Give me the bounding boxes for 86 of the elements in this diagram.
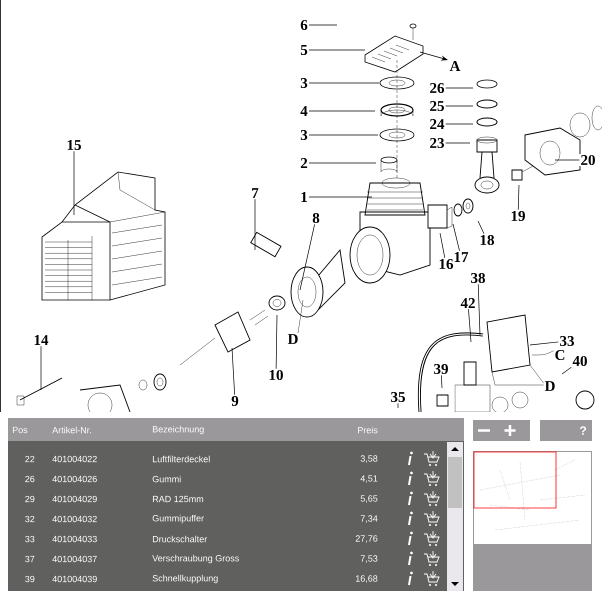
leader-line — [478, 220, 484, 234]
table-cell: 401004033 — [52, 536, 97, 542]
leader-line — [440, 232, 446, 258]
table-cell: 7,34 — [360, 515, 378, 523]
table-cell: 401004039 — [52, 576, 97, 582]
callout-number: 33 — [558, 334, 576, 348]
column-header: Pos — [12, 426, 28, 434]
table-cell: 16,68 — [356, 575, 378, 583]
table-cell: 401004022 — [52, 456, 97, 462]
callout-number: 7 — [250, 187, 260, 199]
callout-number: 18 — [478, 234, 496, 246]
callout-number: 4 — [299, 105, 309, 117]
callout-number: 20 — [580, 154, 596, 166]
leader-line — [254, 198, 256, 250]
column-header: Bezeichnung — [152, 426, 204, 434]
callout-number: 26 — [428, 82, 446, 94]
callout-number: 1 — [299, 191, 309, 203]
table-cell: Schnellkupplung — [152, 574, 218, 584]
part-letter: A — [448, 60, 462, 72]
leader-line — [308, 24, 338, 26]
part-letter: D — [286, 333, 300, 345]
callout-number: 19 — [510, 210, 526, 222]
leader-line — [232, 348, 235, 396]
callout-number: 14 — [32, 334, 50, 346]
leader-line — [530, 342, 559, 346]
callout-number: 16 — [438, 258, 454, 270]
table-cell: 3,58 — [360, 455, 378, 463]
leader-line — [308, 110, 376, 112]
leader-line — [308, 162, 376, 164]
leader-line — [276, 314, 278, 370]
callout-number: 24 — [428, 118, 446, 130]
callout-number: 8 — [311, 212, 321, 224]
callout-number: 9 — [230, 394, 240, 408]
column-header: Artikel-Nr. — [52, 426, 91, 434]
leader-line — [478, 284, 480, 336]
callout-number: 39 — [432, 362, 450, 376]
part-letter: C — [554, 348, 566, 362]
table-cell: 401004026 — [52, 476, 97, 482]
table-cell: Luftfilterdeckel — [152, 456, 210, 462]
table-cell: 39 — [25, 576, 34, 582]
table-cell: 4,51 — [360, 475, 378, 483]
callout-number: 3 — [299, 128, 309, 142]
leader-line — [452, 224, 460, 252]
callout-number: 6 — [299, 18, 309, 32]
leader-line — [308, 196, 372, 198]
column-header: Preis — [358, 426, 378, 434]
help-button: ? — [540, 420, 592, 441]
callout-number: 23 — [428, 136, 446, 150]
callout-number: 38 — [470, 272, 486, 284]
callout-number: 15 — [66, 138, 82, 152]
callout-number: 17 — [452, 251, 470, 263]
table-cell: RAD 125mm — [152, 496, 204, 502]
callout-number: 40 — [572, 354, 588, 368]
table-cell: 32 — [25, 516, 34, 522]
table-cell: 33 — [25, 536, 34, 542]
callout-number: 35 — [390, 390, 406, 404]
table-cell: 401004037 — [52, 556, 97, 562]
table-cell: 27,76 — [356, 535, 378, 543]
leader-line — [308, 82, 380, 84]
table-cell: 29 — [25, 496, 34, 502]
part-letter: D — [544, 380, 556, 392]
table-cell: Gummi — [152, 476, 181, 482]
table-cell: 7,53 — [360, 555, 378, 563]
table-cell: 37 — [25, 556, 34, 562]
callout-number: 5 — [299, 44, 309, 56]
leader-line — [468, 308, 472, 342]
table-cell: Druckschalter — [152, 536, 208, 542]
table-cell: Gummipuffer — [152, 514, 204, 524]
table-cell: 401004032 — [52, 516, 97, 522]
table-cell: 5,65 — [360, 495, 378, 503]
callout-number: 2 — [299, 157, 309, 169]
leader-line — [445, 142, 470, 144]
leader-line — [308, 134, 378, 136]
table-cell: 26 — [25, 476, 34, 482]
callout-number: 25 — [428, 100, 446, 112]
callout-number: 3 — [299, 76, 309, 90]
table-cell: 22 — [25, 456, 34, 462]
table-cell: Verschraubung Gross — [152, 554, 239, 564]
callout-number: 10 — [268, 368, 284, 382]
leader-line — [300, 224, 315, 290]
leader-line — [40, 346, 42, 390]
callout-number: 42 — [460, 297, 476, 309]
leader-line — [518, 184, 520, 210]
leader-line — [562, 366, 572, 374]
table-cell: 401004029 — [52, 496, 97, 502]
leader-line — [440, 374, 442, 388]
